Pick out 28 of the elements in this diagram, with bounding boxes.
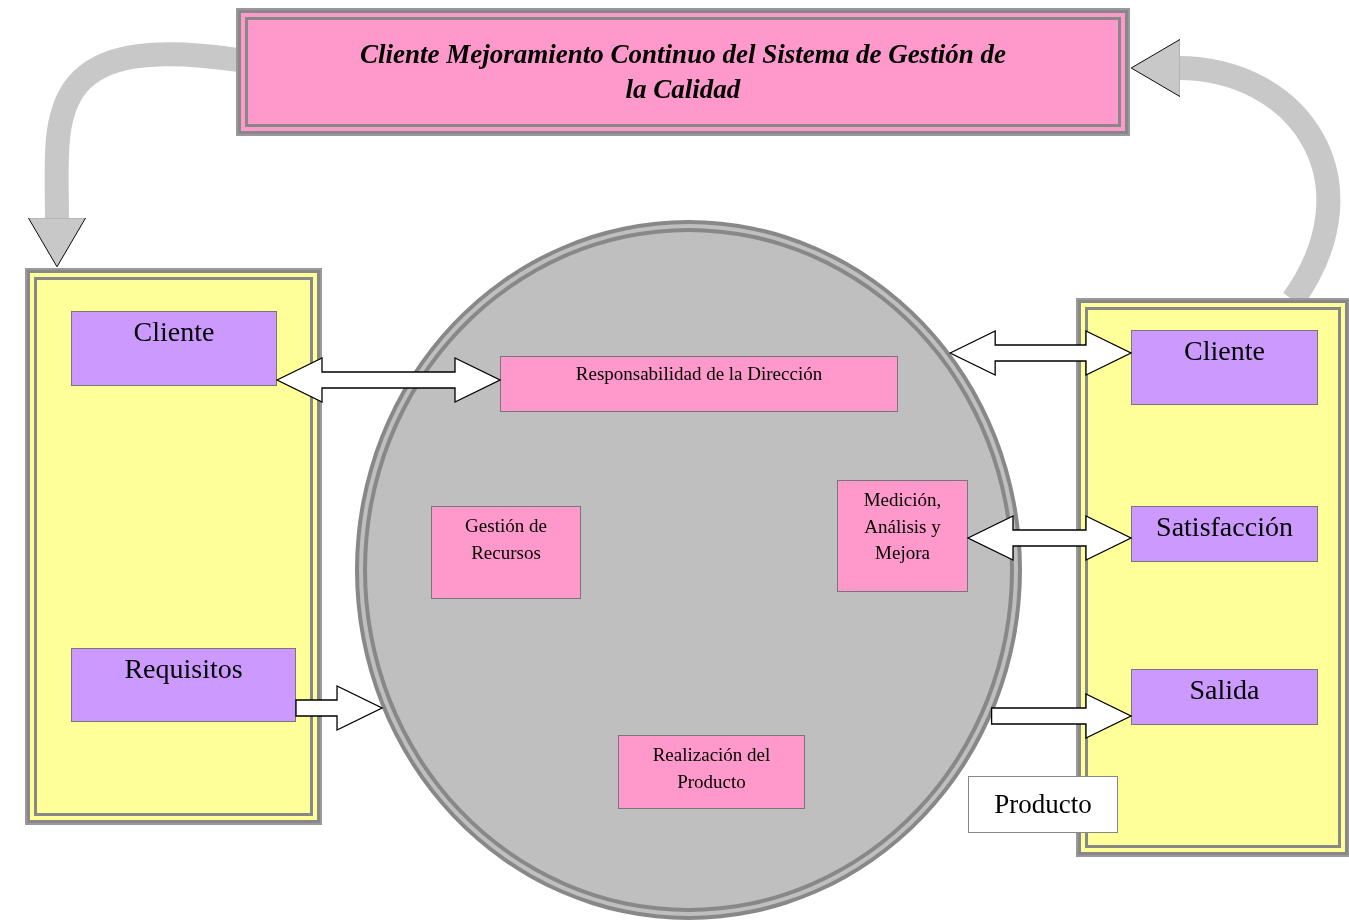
- node-text: Cliente Mejoramiento Continuo del Sistema de Gestión de la Calidad: [359, 37, 1007, 106]
- node-text: Producto: [994, 789, 1092, 820]
- label-box: [1131, 506, 1318, 562]
- process-box: [618, 735, 805, 809]
- process-box: [500, 356, 898, 412]
- label-box: [71, 311, 277, 386]
- node-text: Medición, Análisis y Mejora: [862, 488, 943, 566]
- double-block-arrow: [275, 356, 502, 404]
- output-box: [968, 776, 1118, 833]
- node-text: Requisitos: [124, 653, 243, 685]
- label-box: [1131, 669, 1318, 725]
- title-banner: [238, 10, 1128, 134]
- node-text: Cliente: [133, 316, 215, 348]
- double-block-arrow: [966, 514, 1133, 562]
- node-text: Salida: [1189, 674, 1260, 706]
- panel-box: [27, 270, 320, 823]
- node-text: Responsabilidad de la Dirección: [575, 363, 823, 385]
- node-text: Gestión de Recursos: [464, 514, 548, 565]
- block-arrow: [295, 684, 384, 732]
- node-text: Cliente: [1184, 335, 1265, 367]
- label-box: [71, 648, 296, 722]
- node-text: Realización del Producto: [651, 743, 772, 794]
- node-text: Satisfacción: [1156, 511, 1293, 543]
- label-box: [1131, 330, 1318, 405]
- block-arrow: [990, 692, 1133, 740]
- process-box: [837, 480, 968, 592]
- process-box: [431, 506, 581, 599]
- double-block-arrow: [948, 329, 1133, 377]
